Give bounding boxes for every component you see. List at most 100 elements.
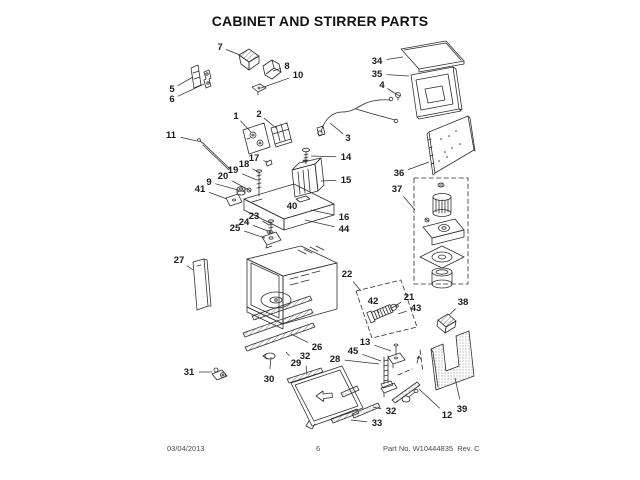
part-slide-rails [242, 295, 316, 360]
part-callout-4: 4 [379, 80, 385, 91]
part-trim-panel-27 [192, 258, 212, 311]
leader-line-36 [408, 161, 430, 170]
leader-line-9 [215, 183, 239, 191]
part-roller-rail-12 [391, 349, 424, 404]
part-callout-16: 16 [339, 212, 350, 223]
leader-line-1 [240, 120, 252, 133]
part-stand-13 [387, 343, 406, 369]
footer-page-number: 6 [316, 444, 321, 453]
lamp-assembly-box-22 [355, 279, 418, 339]
leader-line-33 [350, 419, 368, 423]
part-bracket-plate-1 [242, 122, 271, 155]
part-screw-14 [302, 147, 310, 165]
footer-part-info: Part No. W10444835 Rev. C [383, 444, 480, 453]
part-callout-29: 29 [291, 358, 302, 369]
leader-line-19 [241, 173, 258, 181]
leader-line-45 [362, 353, 382, 362]
part-side-panel-36 [426, 115, 476, 176]
leader-line-38 [448, 308, 457, 316]
part-transformer-15 [291, 157, 325, 198]
part-callout-32: 32 [386, 406, 397, 417]
part-callout-15: 15 [341, 175, 352, 186]
part-callout-32: 32 [300, 351, 311, 362]
part-mount-plate-5 [190, 64, 202, 89]
leader-line-41 [209, 192, 228, 200]
leader-line-16 [310, 209, 335, 216]
part-screw-4 [395, 92, 401, 101]
leader-line-12 [418, 388, 441, 409]
part-callout-8: 8 [284, 61, 289, 72]
part-clip-17 [265, 159, 273, 167]
leader-line-11 [180, 136, 198, 142]
part-wire-harness-3 [316, 96, 399, 137]
part-callout-40: 40 [287, 201, 298, 212]
part-top-panel-34 [400, 40, 465, 73]
part-rail-32b [351, 402, 381, 419]
leader-line-17 [263, 160, 269, 163]
part-callout-6: 6 [169, 94, 174, 105]
part-callout-27: 27 [174, 255, 185, 266]
part-callout-26: 26 [312, 342, 323, 353]
leader-line-21 [391, 301, 402, 309]
part-callout-2: 2 [256, 109, 261, 120]
leader-line-7 [225, 49, 241, 56]
part-callout-19: 19 [228, 165, 239, 176]
page-title: CABINET AND STIRRER PARTS [211, 13, 429, 29]
part-callout-23: 23 [249, 211, 260, 222]
leader-line-24 [253, 225, 269, 232]
part-stud-screw-18-19 [256, 169, 262, 197]
part-callout-24: 24 [239, 217, 250, 228]
leader-line-44 [304, 219, 335, 228]
leader-line-20 [231, 180, 248, 190]
leader-line-39 [454, 377, 461, 400]
leader-line-14 [310, 155, 337, 158]
part-callout-18: 18 [239, 159, 250, 170]
leader-line-32 [305, 365, 308, 376]
part-callout-13: 13 [360, 337, 371, 348]
leader-line-13 [374, 344, 392, 352]
part-foot-bracket-25 [261, 231, 282, 249]
part-callout-5: 5 [169, 84, 175, 95]
part-callout-17: 17 [249, 153, 260, 164]
part-callout-12: 12 [442, 410, 453, 421]
leader-line-4 [387, 88, 397, 95]
part-callout-25: 25 [230, 223, 241, 234]
leader-line-29 [285, 351, 290, 356]
leader-line-6 [177, 83, 205, 97]
part-mount-31 [211, 367, 228, 381]
footer-date: 03/04/2013 [167, 444, 205, 453]
leader-line-3 [329, 122, 344, 135]
part-callout-21: 21 [404, 292, 415, 303]
part-callout-42: 42 [368, 296, 379, 307]
leader-line-2 [263, 117, 277, 129]
leader-line-42 [377, 309, 380, 314]
leader-line-37 [403, 196, 416, 211]
leader-line-5 [177, 76, 194, 87]
part-screw-23 [268, 219, 274, 231]
part-support-rod-11 [197, 138, 231, 171]
part-callout-20: 20 [218, 171, 229, 182]
part-screw-20 [246, 187, 252, 193]
airflow-arrow-icon [315, 390, 333, 402]
leader-line-22 [352, 281, 362, 292]
leader-line-34 [386, 56, 404, 60]
part-callout-1: 1 [233, 111, 239, 122]
leader-line-18 [252, 168, 261, 174]
leader-line-15 [320, 180, 337, 182]
part-callout-34: 34 [372, 56, 383, 67]
part-latch-6 [203, 69, 212, 89]
part-callout-28: 28 [330, 354, 341, 365]
part-callout-14: 14 [341, 152, 352, 163]
part-callout-30: 30 [264, 374, 275, 385]
part-callout-38: 38 [458, 297, 469, 308]
leader-line-43 [397, 310, 407, 315]
part-callout-35: 35 [372, 69, 383, 80]
part-callout-3: 3 [345, 133, 350, 144]
part-duct-bracket-38 [436, 313, 457, 334]
part-switch-box-7 [238, 48, 260, 71]
part-grommet-9 [236, 186, 246, 196]
part-callout-44: 44 [339, 224, 350, 235]
leader-line-8 [272, 67, 282, 72]
part-callout-10: 10 [293, 70, 304, 81]
